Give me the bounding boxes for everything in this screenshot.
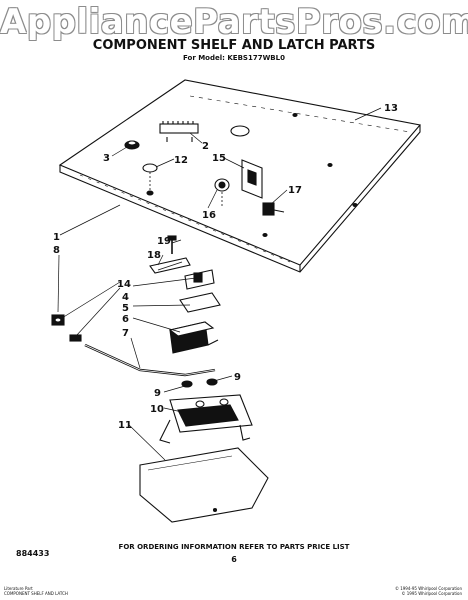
callout-15: 15 <box>212 153 226 164</box>
fine-right-line-1: © 1994-95 Whirlpool Corporation <box>394 586 462 591</box>
latch-assembly <box>159 394 253 444</box>
switch-cover <box>168 321 219 354</box>
callout-10: 10 <box>150 404 164 415</box>
footer-fine-print-right: © 1994-95 Whirlpool Corporation © 1995 W… <box>395 586 462 596</box>
callout-11: 11 <box>118 420 132 431</box>
latch-bracket <box>214 159 263 208</box>
callout-14: 14 <box>117 279 131 290</box>
bushings <box>181 378 218 388</box>
terminal-strip <box>159 121 199 142</box>
leader-lines <box>57 107 382 461</box>
site-watermark: AppliancePartsPros.com <box>0 2 468 42</box>
wire-clip <box>262 202 285 216</box>
callout-7: 7 <box>122 328 129 339</box>
latch-shield <box>139 447 269 523</box>
fine-left-line-2: COMPONENT SHELF AND LATCH <box>4 591 68 596</box>
callout-8: 8 <box>53 245 60 256</box>
latch-spring <box>51 314 82 342</box>
literature-part-number: 884433 <box>16 549 50 558</box>
callout-4: 4 <box>122 292 129 303</box>
callout-1: 1 <box>53 232 60 243</box>
callout-6: 6 <box>122 314 129 325</box>
callout-18: 18 <box>147 250 161 261</box>
callout-16: 16 <box>202 210 216 221</box>
callout-labels: 13 2 3 12 15 16 17 1 8 19 18 14 4 5 6 7 … <box>53 103 398 431</box>
component-shelf <box>58 79 422 273</box>
model-number: For Model: KEBS177WBL0 <box>183 54 285 62</box>
callout-19: 19 <box>157 236 171 247</box>
callout-9-right: 9 <box>234 372 241 383</box>
latch-switch <box>184 269 215 290</box>
callout-3: 3 <box>103 153 110 164</box>
callout-5: 5 <box>122 303 129 314</box>
ordering-note: FOR ORDERING INFORMATION REFER TO PARTS … <box>118 543 350 551</box>
insulator <box>179 292 221 313</box>
latch-rod <box>84 343 216 377</box>
page-number: 6 <box>231 555 237 564</box>
callout-13: 13 <box>384 103 398 114</box>
callout-17: 17 <box>288 185 302 196</box>
fine-left-line-1: Literature Part <box>4 586 33 591</box>
grommet <box>124 140 140 150</box>
callout-12: 12 <box>174 155 188 166</box>
callout-9-left: 9 <box>154 388 161 399</box>
screw-and-clamp <box>149 235 191 274</box>
callout-2: 2 <box>202 141 209 152</box>
footer-fine-print-left: Literature Part COMPONENT SHELF AND LATC… <box>4 586 68 596</box>
fine-right-line-2: © 1995 Whirlpool Corporation <box>401 591 462 596</box>
bumper <box>142 163 158 196</box>
diagram-title: COMPONENT SHELF AND LATCH PARTS <box>92 38 376 53</box>
